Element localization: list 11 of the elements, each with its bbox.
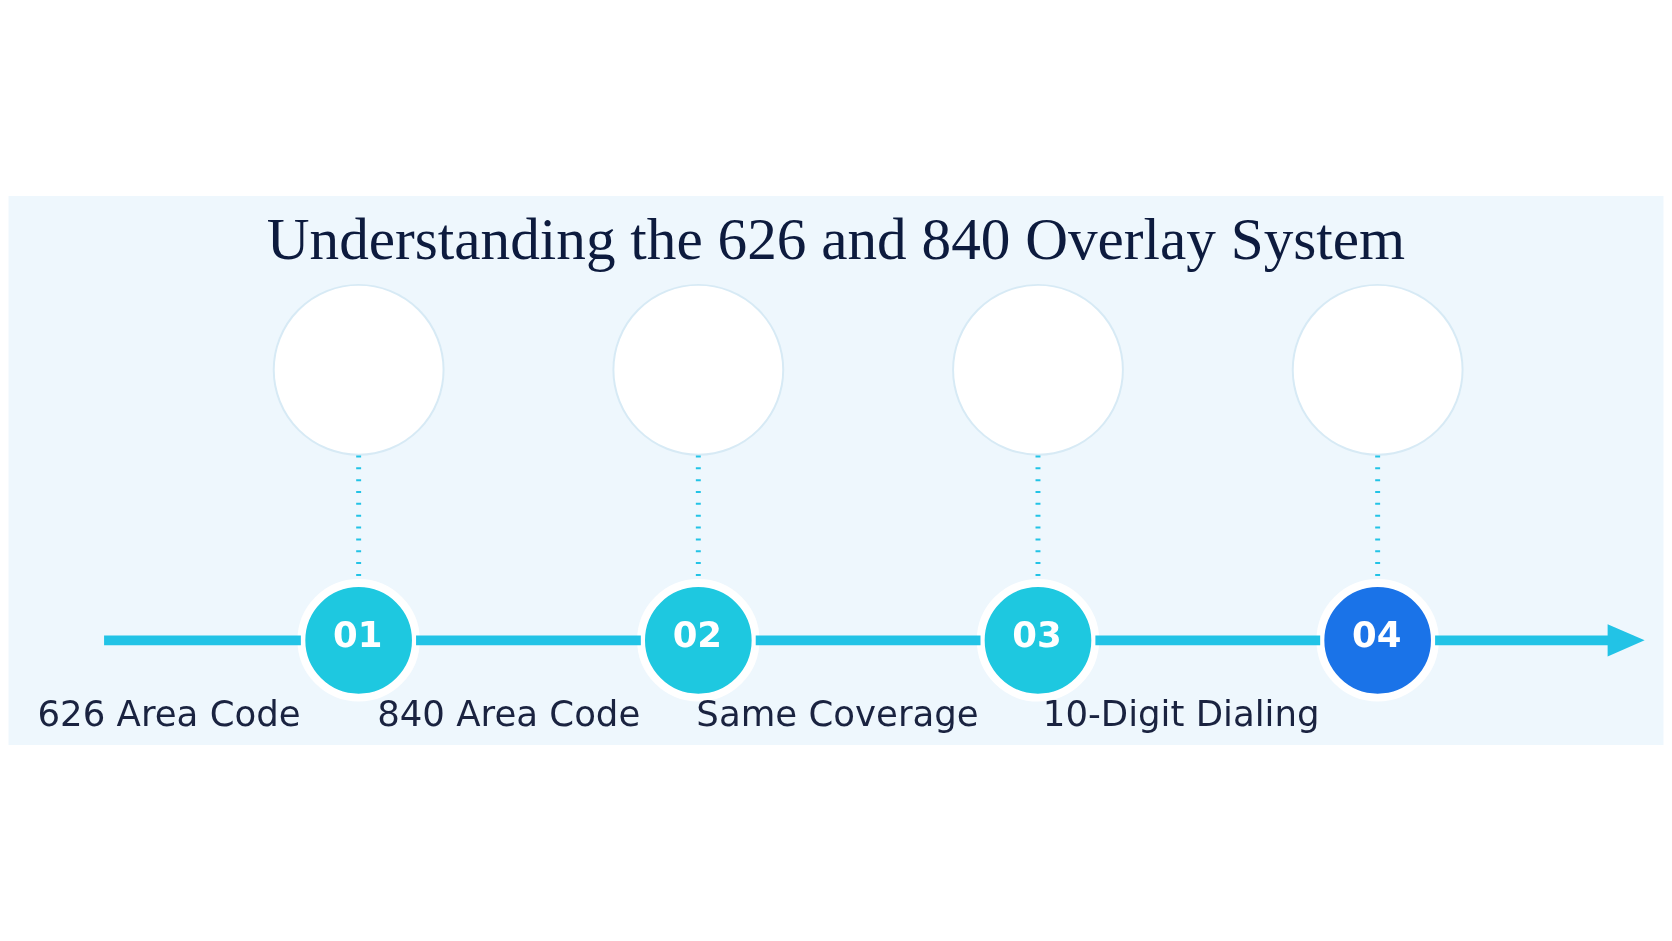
- diagram-title: Understanding the 626 and 840 Overlay System: [266, 206, 1406, 273]
- node-circle: [612, 283, 785, 456]
- connector: [416, 635, 641, 646]
- arrow: [1435, 624, 1645, 657]
- node-circle: [272, 283, 445, 456]
- node-circle: 04: [1316, 579, 1439, 702]
- connector: [104, 635, 301, 646]
- connector: [755, 635, 981, 646]
- node-circle: [952, 283, 1124, 456]
- node-circle: [1291, 283, 1464, 456]
- connector: [1095, 635, 1321, 646]
